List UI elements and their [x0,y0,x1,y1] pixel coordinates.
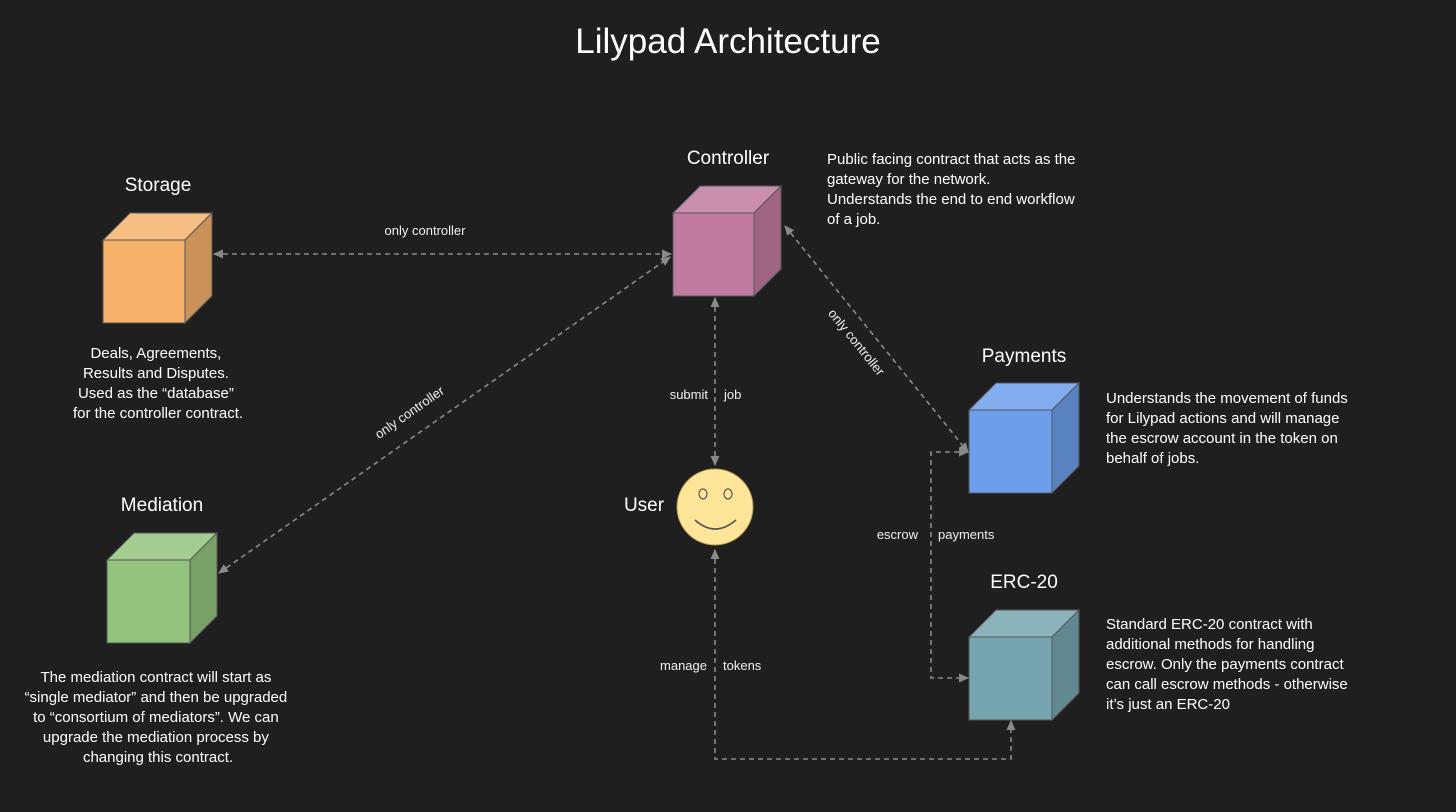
edge-label-storage-controller: only controller [385,223,467,238]
mediation-cube-icon [105,531,219,645]
storage-label: Storage [125,175,192,196]
edge-user-erc20 [710,548,1016,760]
edge-label-submit: submit [670,387,709,402]
edge-label-manage: manage [660,658,707,673]
controller-label: Controller [687,148,770,169]
user-label: User [624,495,665,516]
payments-cube-icon [967,381,1081,495]
edge-label-escrow: escrow [877,527,919,542]
storage-node: Storage Deals, Agreements, Results and D… [73,175,243,422]
erc20-label: ERC-20 [990,572,1058,593]
erc20-description: Standard ERC-20 contract with additional… [1106,616,1352,713]
mediation-node: Mediation The mediation contract will st… [25,495,292,766]
edge-label-mediation-controller: only controller [372,383,447,442]
diagram-title: Lilypad Architecture [575,22,880,61]
storage-description: Deals, Agreements, Results and Disputes.… [73,345,243,422]
payments-node: Payments Understands the movement of fun… [967,346,1352,495]
mediation-label: Mediation [121,495,203,516]
controller-description: Public facing contract that acts as the … [827,151,1080,228]
controller-cube-icon [671,184,783,298]
edge-label-tokens: tokens [723,658,762,673]
edge-payments-erc20 [930,447,970,683]
payments-description: Understands the movement of funds for Li… [1106,390,1352,467]
edge-controller-payments [784,225,969,453]
controller-node: Controller Public facing contract that a… [671,148,1080,298]
user-node: User [624,468,754,546]
mediation-description: The mediation contract will start as “si… [25,669,292,766]
erc20-node: ERC-20 Standard ERC-20 contract with add… [967,572,1352,722]
payments-label: Payments [982,346,1066,367]
storage-cube-icon [101,211,214,325]
smiley-face-icon [676,468,754,546]
edge-label-controller-payments: only controller [825,306,888,379]
edge-label-payments: payments [938,527,995,542]
erc20-cube-icon [967,608,1081,722]
edge-mediation-controller [218,256,671,574]
edge-label-job: job [723,387,741,402]
edges [212,225,1016,760]
